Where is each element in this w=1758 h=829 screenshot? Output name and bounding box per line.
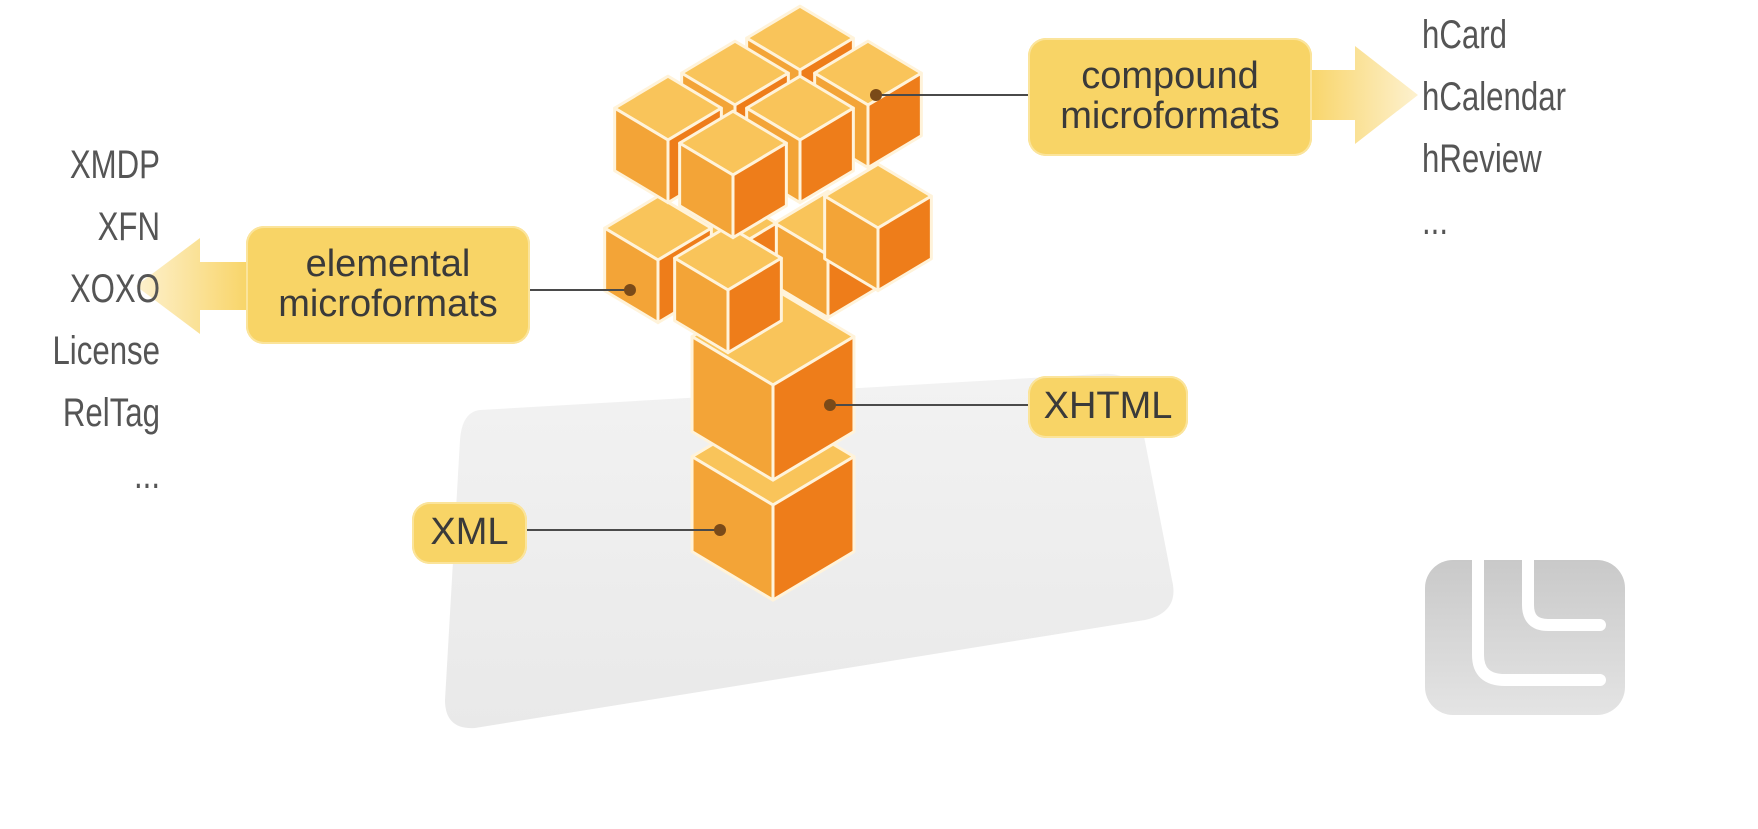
elemental-microformats-label: elemental microformats xyxy=(246,226,530,344)
list-item: XOXO xyxy=(69,267,160,311)
compound-label-line1: compound xyxy=(1081,55,1259,98)
xml-cube xyxy=(690,406,856,602)
list-item: ... xyxy=(133,453,160,497)
elemental-list: XMDP XFN XOXO License RelTag ... xyxy=(20,134,160,506)
elemental-label-line2: microformats xyxy=(278,283,498,325)
list-item: License xyxy=(52,329,160,373)
list-item: ... xyxy=(1422,199,1449,243)
block-cube xyxy=(673,224,783,355)
cube-stack xyxy=(603,4,933,602)
connectors xyxy=(525,94,1030,531)
list-item: hCalendar xyxy=(1422,75,1566,119)
elemental-label-line1: elemental xyxy=(305,243,471,286)
list-item: hCard xyxy=(1422,13,1507,57)
elemental-arrow xyxy=(136,238,250,334)
compound-microformats-label: compound microformats xyxy=(1028,38,1312,156)
connector-dots xyxy=(624,89,882,536)
list-item: XMDP xyxy=(69,143,160,187)
xml-label: XML xyxy=(412,502,527,564)
list-item: RelTag xyxy=(62,391,160,435)
gray-icon xyxy=(1425,534,1625,715)
block-cube xyxy=(823,162,933,293)
list-item: XFN xyxy=(97,205,160,249)
block-cube xyxy=(678,109,788,240)
compound-label-line2: microformats xyxy=(1060,95,1280,137)
list-item: hReview xyxy=(1422,137,1542,181)
xhtml-label: XHTML xyxy=(1028,376,1188,438)
compound-list: hCard hCalendar hReview ... xyxy=(1422,4,1734,252)
compound-arrow xyxy=(1305,46,1418,144)
